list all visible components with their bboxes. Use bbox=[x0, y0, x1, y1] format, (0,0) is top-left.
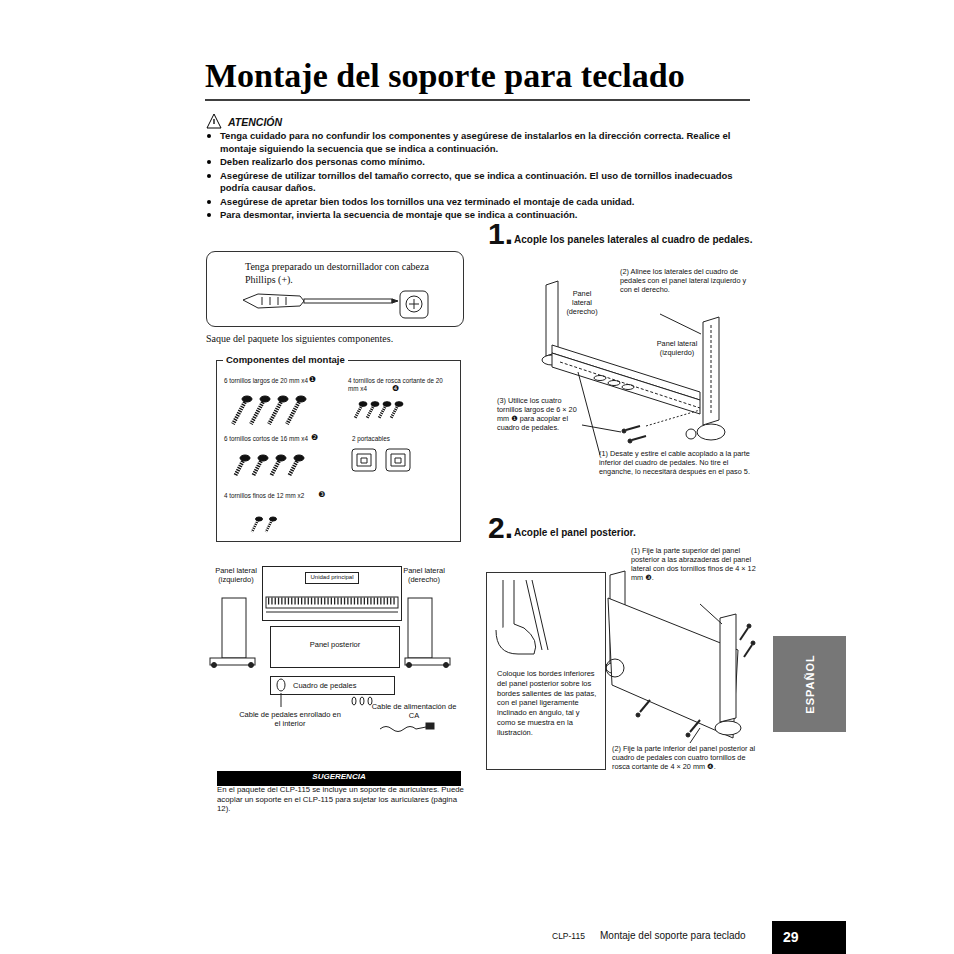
part-name: Panel lateral (izquierdo) bbox=[210, 566, 262, 584]
page-number-box: 29 bbox=[772, 921, 846, 954]
part-name: 6 tornillos largos de 20 mm x4 bbox=[224, 377, 308, 385]
step-number: 2. bbox=[488, 510, 513, 547]
back-panel: Panel posterior bbox=[270, 626, 400, 668]
tip-band: SUGERENCIA bbox=[217, 771, 461, 786]
part-name: Panel lateral (derecho) bbox=[562, 290, 602, 317]
part-name: Cable de pedales enrollado en el interio… bbox=[238, 710, 342, 728]
step-note: (2) Fije la parte inferior del panel pos… bbox=[612, 745, 757, 772]
part-name: 4 tornillos finos de 12 mm x2 bbox=[224, 492, 304, 500]
part-name: Panel lateral (izquierdo) bbox=[655, 340, 699, 358]
warning-row: Asegúrese de utilizar tornillos del tama… bbox=[205, 170, 757, 195]
warning-heading: ATENCIÓN bbox=[228, 116, 282, 129]
bullet-dot bbox=[207, 200, 211, 204]
footer-title: Montaje del soporte para teclado bbox=[600, 930, 746, 942]
node-text: Cuadro de pedales bbox=[293, 681, 390, 691]
bullet-dot bbox=[207, 213, 211, 217]
callout-number: ❷ bbox=[311, 433, 318, 443]
page-title: Montaje del soporte para teclado bbox=[205, 56, 685, 97]
part-name: 2 portacables bbox=[352, 435, 390, 443]
step-heading: Acople los paneles laterales al cuadro d… bbox=[514, 234, 757, 246]
footer-model: CLP-115 bbox=[552, 931, 585, 941]
node-text: 29 bbox=[783, 928, 835, 946]
step-note: (3) Utilice los cuatro tornillos largos … bbox=[497, 397, 579, 433]
warning-row: Asegúrese de apretar bien todos los torn… bbox=[205, 196, 757, 209]
callout-number: ❹ bbox=[392, 384, 399, 394]
step-note: (2) Alinee los laterales del cuadro de p… bbox=[620, 268, 755, 295]
warning-item: Asegúrese de apretar bien todos los torn… bbox=[220, 196, 757, 209]
warning-row: Tenga cuidado para no confundir los comp… bbox=[205, 130, 757, 155]
node-text: ESPAÑOL bbox=[804, 654, 816, 713]
warning-item: Asegúrese de utilizar tornillos del tama… bbox=[220, 170, 757, 195]
parts-box: Componentes del montaje bbox=[216, 360, 461, 542]
warning-row: Deben realizarlo dos personas como mínim… bbox=[205, 156, 757, 169]
step-note: (1) Desate y estire el cable acoplado a … bbox=[599, 450, 755, 477]
callout-number: ❶ bbox=[309, 375, 316, 385]
step-heading: Acople el panel posterior. bbox=[514, 527, 636, 539]
warning-list: Tenga cuidado para no confundir los comp… bbox=[205, 130, 757, 223]
language-tab: ESPAÑOL bbox=[773, 636, 846, 732]
step-note: (1) Fije la parte superior del panel pos… bbox=[631, 547, 756, 583]
part-name: Panel lateral (derecho) bbox=[401, 566, 447, 584]
instruction-text: Saque del paquete los siguientes compone… bbox=[206, 333, 393, 345]
pedal-box: Cuadro de pedales bbox=[270, 676, 395, 695]
part-name: 6 tornillos cortos de 16 mm x4 bbox=[224, 435, 308, 443]
main-unit: Unidad principal bbox=[262, 566, 402, 621]
tip-note: En el paquete del CLP-115 se incluye un … bbox=[217, 785, 467, 814]
warning-item: Tenga cuidado para no confundir los comp… bbox=[220, 130, 757, 155]
warning-item: Deben realizarlo dos personas como mínim… bbox=[220, 156, 757, 169]
callout-number: ❸ bbox=[318, 490, 325, 500]
node-text: SUGERENCIA bbox=[217, 771, 461, 782]
bullet-dot bbox=[207, 174, 211, 178]
node-text: Panel posterior bbox=[271, 640, 399, 650]
warning-row: Para desmontar, invierta la secuencia de… bbox=[205, 209, 757, 222]
node-text: Unidad principal bbox=[305, 572, 358, 584]
part-name: Cable de alimentación de CA bbox=[370, 702, 458, 720]
node-text: Tenga preparado un destornillador con ca… bbox=[245, 261, 433, 286]
callout-box: Coloque los bordes inferiores del panel … bbox=[486, 572, 606, 770]
step-number: 1. bbox=[488, 216, 513, 253]
tool-note-box: Tenga preparado un destornillador con ca… bbox=[206, 251, 464, 327]
bullet-dot bbox=[207, 134, 211, 138]
bullet-dot bbox=[207, 160, 211, 164]
node-text: Componentes del montaje bbox=[223, 354, 348, 366]
node-text: Coloque los bordes inferiores del panel … bbox=[497, 669, 598, 737]
